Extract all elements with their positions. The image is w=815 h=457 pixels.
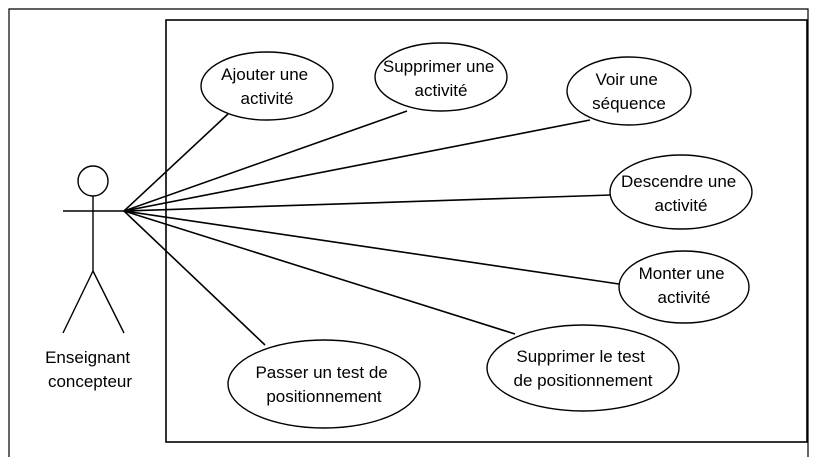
association-add-activity xyxy=(123,113,229,212)
actor-label-line-2: concepteur xyxy=(48,372,132,391)
use-case-move-up-activity: Monter une activité xyxy=(618,250,750,324)
use-case-label-line-2: séquence xyxy=(592,94,666,113)
use-case-view-sequence: Voir une séquence xyxy=(566,56,692,126)
use-case-label: Descendre une activité xyxy=(621,172,741,215)
use-case-label: Supprimer le test de positionnement xyxy=(514,347,653,390)
use-case-label: Passer un test de positionnement xyxy=(255,363,392,406)
actor-head xyxy=(77,165,109,197)
use-case-label: Supprimer une activité xyxy=(383,57,499,100)
actor-left-leg xyxy=(62,270,94,334)
association-move-up-activity xyxy=(123,210,620,285)
use-case-take-placement-test: Passer un test de positionnement xyxy=(227,339,421,429)
use-case-ellipse xyxy=(618,250,750,324)
association-move-down-activity xyxy=(123,194,612,212)
use-case-label-line-2: activité xyxy=(415,81,468,100)
system-boundary xyxy=(165,19,808,443)
use-case-ellipse xyxy=(609,154,753,230)
use-case-label-line-2: activité xyxy=(658,288,711,307)
use-case-delete-activity: Supprimer une activité xyxy=(374,42,508,112)
use-case-label-line-2: de positionnement xyxy=(514,371,653,390)
use-case-add-activity: Ajouter une activité xyxy=(200,51,334,121)
use-case-delete-placement-test: Supprimer le test de positionnement xyxy=(486,324,680,412)
use-case-label-line-1: Passer un test de xyxy=(255,363,387,382)
use-case-ellipse xyxy=(374,42,508,112)
use-case-ellipse xyxy=(200,51,334,121)
use-case-ellipse xyxy=(486,324,680,412)
use-case-ellipse xyxy=(566,56,692,126)
use-case-label: Monter une activité xyxy=(639,264,730,307)
use-case-label-line-2: positionnement xyxy=(266,387,382,406)
use-case-ellipse xyxy=(227,339,421,429)
associations xyxy=(123,110,620,346)
association-view-sequence xyxy=(123,119,591,212)
use-case-label-line-1: Ajouter une xyxy=(221,65,308,84)
use-case-label-line-1: Supprimer une xyxy=(383,57,495,76)
use-case-label-line-1: Monter une xyxy=(639,264,725,283)
use-case-label-line-1: Descendre une xyxy=(621,172,736,191)
use-case-move-down-activity: Descendre une activité xyxy=(609,154,753,230)
use-case-label-line-1: Supprimer le test xyxy=(516,347,645,366)
actor-label: Enseignant concepteur xyxy=(45,348,135,391)
use-case-label: Ajouter une activité xyxy=(221,65,313,108)
association-delete-activity xyxy=(123,110,408,212)
actor-right-leg xyxy=(92,270,125,334)
actor-label-line-1: Enseignant xyxy=(45,348,130,367)
association-delete-placement-test xyxy=(123,210,516,335)
association-take-placement-test xyxy=(123,210,266,346)
outer-frame xyxy=(8,8,809,457)
use-case-label-line-1: Voir une xyxy=(595,70,657,89)
use-case-label-line-2: activité xyxy=(241,89,294,108)
use-case-label: Voir une séquence xyxy=(592,70,666,113)
actor: Enseignant concepteur xyxy=(45,165,135,391)
use-case-label-line-2: activité xyxy=(655,196,708,215)
